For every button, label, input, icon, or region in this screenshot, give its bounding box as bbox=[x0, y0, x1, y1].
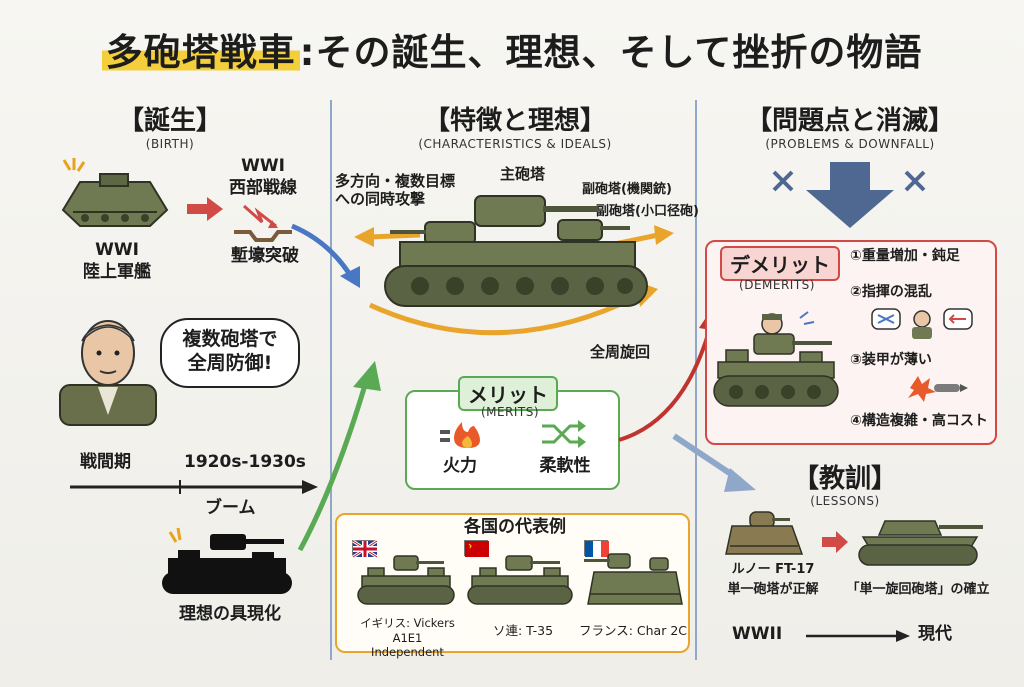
demerits-sub: (DEMERITS) bbox=[739, 278, 815, 292]
demerit-2: ②指揮の混乱 bbox=[850, 284, 932, 300]
example-france-label: フランス: Char 2C bbox=[578, 623, 688, 638]
demerit-3: ③装甲が薄い bbox=[850, 352, 932, 368]
fire-icon bbox=[440, 422, 480, 448]
embodiment-label: 理想の具現化 bbox=[179, 604, 281, 624]
silhouette-tank-icon bbox=[162, 527, 292, 594]
ideals-sub: (CHARACTERISTICS & IDEALS) bbox=[418, 137, 612, 151]
ft17-tank-icon bbox=[725, 511, 804, 555]
title-rest: :その誕生、理想、そして挫折の物語 bbox=[299, 31, 923, 74]
boom-label: ブーム bbox=[205, 498, 256, 518]
char2c-tank-icon bbox=[584, 553, 683, 605]
problems-sub: (PROBLEMS & DOWNFALL) bbox=[765, 137, 935, 151]
ft17-label-1: ルノー FT-17 bbox=[731, 562, 815, 577]
breakthrough-label: 塹壕突破 bbox=[231, 246, 299, 266]
wwi-tank-label-1: WWI bbox=[95, 240, 139, 260]
demerits-tag: デメリット bbox=[720, 246, 840, 281]
vickers-tank-icon bbox=[357, 555, 455, 605]
years-label: 1920s-1930s bbox=[184, 452, 306, 472]
downfall-arrow bbox=[772, 162, 926, 228]
command-confusion-icon bbox=[871, 308, 973, 339]
merits-tag: メリット bbox=[458, 376, 558, 411]
modern-label: 現代 bbox=[918, 624, 952, 644]
green-arrow-merits bbox=[297, 361, 381, 552]
ussr-flag-icon bbox=[464, 540, 489, 557]
single-turret-label: 「単一旋回砲塔」の確立 bbox=[846, 582, 990, 597]
sub-turret-mg-label: 副砲塔(機関銃) bbox=[582, 182, 672, 197]
blue-arrow-ideals bbox=[291, 223, 360, 288]
title-highlight: 多砲塔戦車 bbox=[101, 31, 300, 74]
shell-impact-icon bbox=[908, 376, 968, 402]
multi-attack-label: 多方向・複数目標 への同時攻撃 bbox=[335, 172, 456, 208]
shuffle-icon bbox=[542, 420, 586, 448]
merits-sub: (MERITS) bbox=[480, 405, 540, 419]
example-uk-label: イギリス: Vickers A1E1 Independent bbox=[360, 616, 455, 659]
sub-turret-gun-label: 副砲塔(小口径砲) bbox=[596, 204, 699, 219]
blue-arrow-lessons bbox=[672, 433, 756, 492]
timeline-arrow bbox=[70, 480, 318, 494]
demerit-4: ④構造複雑・高コスト bbox=[850, 413, 988, 429]
right-arrow-icon bbox=[187, 197, 223, 221]
divider-left bbox=[330, 100, 332, 660]
divider-right bbox=[695, 100, 697, 660]
main-turret-label: 主砲塔 bbox=[500, 165, 546, 183]
france-flag-icon bbox=[584, 540, 609, 557]
wwii-label: WWII bbox=[732, 624, 783, 644]
defense-speech-bubble: 複数砲塔で 全周防御! bbox=[160, 318, 300, 388]
merit-flexibility: 柔軟性 bbox=[539, 456, 591, 476]
wwi-tank-icon bbox=[61, 173, 169, 227]
t35-tank-icon bbox=[467, 555, 573, 605]
page-title: 多砲塔戦車:その誕生、理想、そして挫折の物語 bbox=[0, 22, 1024, 76]
merit-firepower: 火力 bbox=[443, 456, 477, 476]
front-label-1: WWI bbox=[241, 156, 285, 176]
interwar-label: 戦間期 bbox=[80, 452, 131, 472]
lesson-arrow-icon bbox=[822, 531, 848, 553]
lessons-sub: (LESSONS) bbox=[810, 494, 880, 508]
general-portrait-icon bbox=[59, 320, 157, 426]
struggling-tank-icon bbox=[713, 311, 839, 407]
modern-tank-icon bbox=[858, 520, 983, 566]
example-ussr-label: ソ連: T-35 bbox=[492, 623, 554, 638]
problems-heading: 【問題点と消滅】 bbox=[745, 106, 954, 136]
demerit-1: ①重量増加・鈍足 bbox=[850, 248, 960, 264]
spark-icon bbox=[62, 158, 86, 172]
birth-sub: (BIRTH) bbox=[145, 137, 195, 151]
ft17-label-2: 単一砲塔が正解 bbox=[727, 582, 819, 597]
ideals-heading: 【特徴と理想】 bbox=[423, 106, 606, 136]
lessons-heading: 【教訓】 bbox=[792, 464, 897, 494]
uk-flag-icon bbox=[352, 539, 378, 559]
front-label-2: 西部戦線 bbox=[229, 178, 297, 198]
birth-heading: 【誕生】 bbox=[117, 106, 222, 136]
multi-turret-tank-icon bbox=[384, 195, 648, 307]
rotation-label: 全周旋回 bbox=[590, 343, 651, 361]
wwi-tank-label-2: 陸上軍艦 bbox=[83, 262, 151, 282]
era-arrow bbox=[806, 630, 910, 642]
trench-icon bbox=[234, 204, 292, 242]
examples-title: 各国の代表例 bbox=[464, 517, 566, 537]
